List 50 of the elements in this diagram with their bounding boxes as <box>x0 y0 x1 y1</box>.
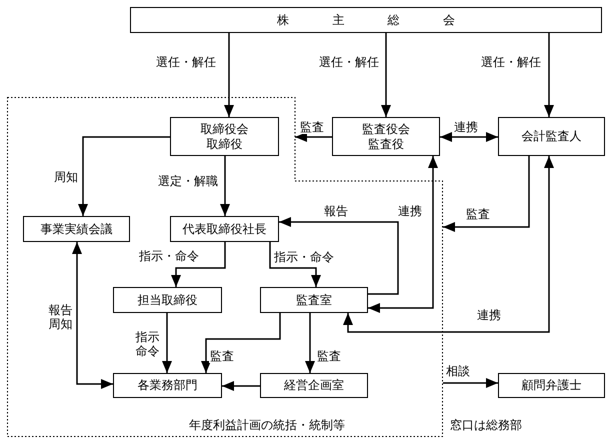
org-box: 監査室 <box>260 287 368 313</box>
note-text: 年度利益計画の統括・統制等 <box>188 418 346 432</box>
arrow <box>222 381 260 391</box>
edge-label: 監査 <box>465 207 491 222</box>
arrow <box>343 156 554 333</box>
org-box: 取締役会 取締役 <box>170 117 279 156</box>
edge-label: 監査 <box>209 349 235 364</box>
arrow <box>381 33 391 117</box>
edge-label: 報告 <box>323 204 349 218</box>
edge-label: 指示・命令 <box>273 250 335 264</box>
org-box: 経営企画室 <box>260 373 368 398</box>
note-text: 窓口は総務部 <box>449 418 523 432</box>
arrow <box>279 217 399 295</box>
arrow <box>305 313 315 373</box>
edge-label: 連携 <box>476 308 502 322</box>
arrow <box>162 313 172 373</box>
edge-label: 選任・解任 <box>480 55 542 70</box>
edge-label: 連携 <box>453 120 479 134</box>
arrow <box>78 136 170 216</box>
edge-label: 指示・命令 <box>138 249 200 264</box>
arrow <box>201 313 281 373</box>
org-box: 会計監査人 <box>498 117 605 156</box>
arrow <box>544 33 554 117</box>
edge-label: 監査 <box>316 349 342 364</box>
org-box: 顧問弁護士 <box>498 373 605 398</box>
edge-label: 周知 <box>53 170 79 184</box>
edge-label: 連携 <box>397 204 423 218</box>
org-box: 担当取締役 <box>113 287 222 313</box>
edge-label: 選任・解任 <box>318 55 380 70</box>
edge-label: 相談 <box>445 364 471 378</box>
org-box: 各業務部門 <box>113 373 222 398</box>
arrow <box>440 132 498 142</box>
org-box: 事業実績会議 <box>23 216 130 242</box>
arrow <box>269 242 321 287</box>
arrow <box>443 156 530 232</box>
edge-label: 報告周知 <box>47 303 74 332</box>
arrow <box>72 242 113 389</box>
arrow <box>171 242 226 287</box>
edge-label: 選定・解職 <box>157 174 219 188</box>
edge-label: 選任・解任 <box>155 55 217 70</box>
edge-label: 指示命令 <box>134 330 162 359</box>
arrow <box>443 378 498 388</box>
meeting-banner-box: 株主総会 <box>130 7 602 33</box>
edge-label: 監査 <box>299 120 325 134</box>
arrow <box>224 33 234 117</box>
arrow <box>220 156 230 216</box>
org-box: 監査役会 監査役 <box>332 117 440 156</box>
arrow <box>368 156 438 313</box>
arrow <box>295 132 332 142</box>
org-box: 代表取締役社長 <box>170 216 279 242</box>
